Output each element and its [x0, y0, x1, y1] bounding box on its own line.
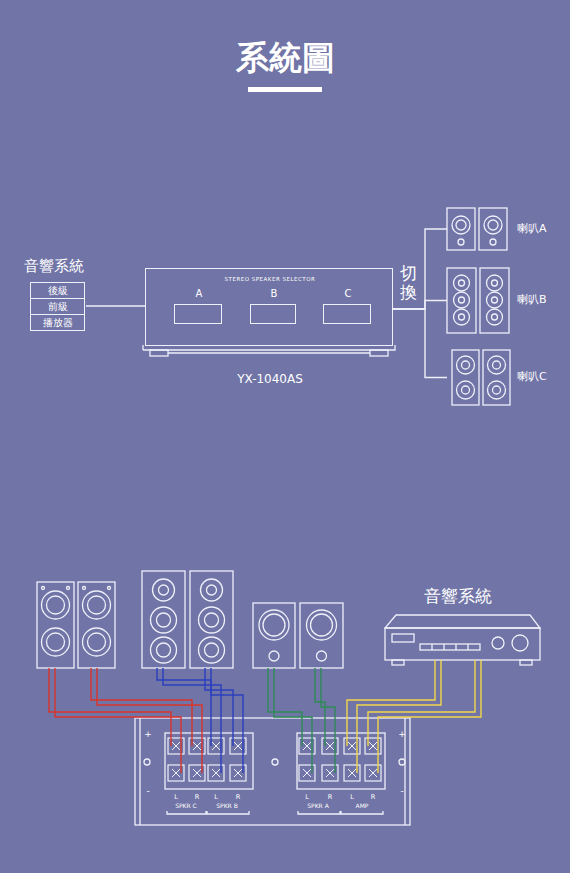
source-group: 音響系統後級前級播放器 — [22, 257, 86, 333]
terminal-panel — [135, 718, 410, 825]
speaker-pair: 喇叭B — [447, 268, 563, 333]
polarity-mark: + — [144, 730, 152, 739]
selector-box: STEREO SPEAKER SELECTORYX-1040ASABC — [145, 268, 393, 346]
speaker-wire — [368, 660, 475, 746]
source-box: 前級 — [30, 298, 85, 315]
terminal-screw — [212, 769, 220, 777]
speaker-wire — [268, 668, 302, 746]
speaker-wire — [378, 660, 481, 773]
speaker-wire — [321, 668, 335, 773]
speaker-pair: 喇叭A — [447, 208, 563, 250]
connector-line — [393, 229, 447, 309]
speaker-pair: 喇叭C — [447, 350, 563, 405]
channel-window: C — [323, 304, 371, 324]
node-text: C — [324, 288, 372, 300]
terminal-screw — [348, 769, 356, 777]
speaker-wire — [274, 668, 312, 773]
speaker-wires — [49, 660, 481, 773]
polarity-mark: + — [398, 730, 406, 739]
connector-line — [393, 309, 447, 378]
speaker-wire — [205, 668, 233, 746]
polarity-mark: - — [146, 787, 149, 796]
terminal-screw — [234, 742, 242, 750]
node-text: 喇叭C — [517, 370, 547, 383]
source-box: 播放器 — [30, 314, 85, 331]
channel-label: L — [350, 794, 354, 801]
terminal-screw — [303, 742, 311, 750]
terminal-screw — [326, 769, 334, 777]
channel-label: L — [214, 794, 218, 801]
terminal-screw — [234, 769, 242, 777]
connector-line — [86, 305, 145, 306]
receiver — [385, 615, 540, 665]
terminal-screw — [303, 769, 311, 777]
edge-label: 切換 — [400, 264, 417, 301]
terminal-screw — [193, 742, 201, 750]
terminal-screw — [172, 769, 180, 777]
node-text: 喇叭A — [517, 222, 547, 235]
selector-base — [143, 345, 395, 356]
speaker-wire — [163, 668, 221, 773]
speaker-wire — [49, 668, 171, 746]
channel-label: R — [236, 794, 241, 801]
polarity-mark: - — [400, 787, 403, 796]
speaker-wire — [55, 668, 181, 773]
channel-label: L — [305, 794, 309, 801]
terminal-screw — [172, 742, 180, 750]
terminal-blocks — [168, 738, 381, 781]
device-label: 音響系統 — [424, 588, 492, 605]
connector-line — [393, 301, 447, 310]
channel-label: R — [371, 794, 376, 801]
channel-label: L — [174, 794, 178, 801]
top-speakers — [447, 208, 510, 405]
source-box: 後級 — [30, 282, 85, 299]
page-title: 系統圖 — [236, 41, 335, 74]
channel-window: A — [174, 304, 222, 324]
terminal-group-label: SPKR A — [307, 803, 329, 809]
terminal-screw — [369, 742, 377, 750]
node-text: 喇叭B — [517, 293, 547, 306]
speaker-wire — [97, 668, 202, 773]
terminal-screw — [212, 742, 220, 750]
speaker-wire — [211, 668, 243, 773]
channel-label: R — [328, 794, 333, 801]
node-text: 後級 — [48, 285, 68, 297]
terminal-screw — [348, 742, 356, 750]
node-text: STEREO SPEAKER SELECTOR — [146, 276, 394, 283]
bottom-speakers — [37, 571, 343, 668]
terminal-screw — [193, 769, 201, 777]
node-text: 播放器 — [43, 317, 73, 329]
model-label: YX-1040AS — [146, 372, 394, 386]
node-text: 前級 — [48, 301, 68, 313]
speaker-wire — [157, 668, 211, 746]
channel-window: B — [250, 304, 296, 324]
title-underline — [248, 87, 322, 92]
speaker-wire — [347, 660, 435, 746]
terminal-screw — [326, 742, 334, 750]
node-text: A — [175, 288, 223, 300]
terminal-screw — [369, 769, 377, 777]
node-text: B — [251, 288, 297, 300]
node-text: 音響系統 — [22, 257, 86, 275]
channel-label: R — [195, 794, 200, 801]
terminal-group-label: SPKR C — [175, 803, 197, 809]
terminal-group-label: AMP — [356, 803, 369, 809]
terminal-group-label: SPKR B — [216, 803, 238, 809]
